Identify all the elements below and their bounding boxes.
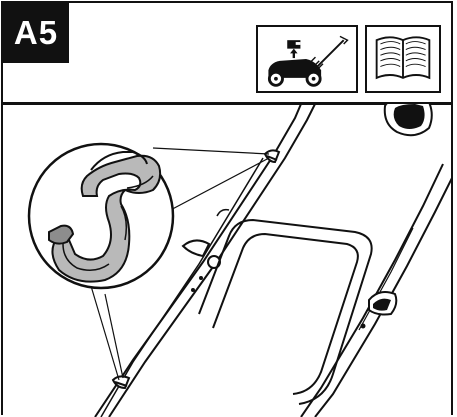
step-badge: A5 <box>3 3 69 63</box>
cable-clip-lower <box>111 375 131 390</box>
panel-header: A5 <box>3 3 451 105</box>
left-handle-tube <box>94 104 316 417</box>
lawn-mower-icon <box>256 25 358 93</box>
magnified-clip-detail <box>27 142 175 290</box>
open-book-icon <box>365 25 441 93</box>
handle-loop <box>198 208 373 405</box>
grass-catcher <box>383 104 433 137</box>
cable-clip-upper <box>263 149 281 164</box>
callout-leader-lines <box>90 147 270 381</box>
assembly-illustration <box>3 104 451 417</box>
right-handle-tube <box>300 163 451 417</box>
